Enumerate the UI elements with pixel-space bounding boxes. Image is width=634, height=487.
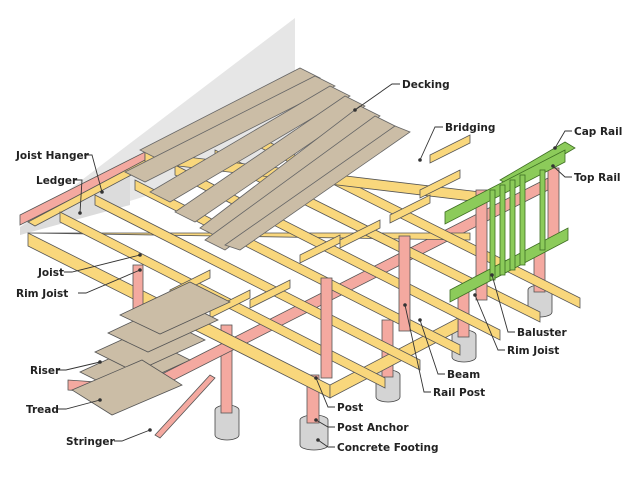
label-stringer: Stringer [66, 436, 115, 448]
label-cap-rail: Cap Rail [574, 126, 622, 138]
rail-posts [132, 167, 560, 379]
label-concrete-footing: Concrete Footing [337, 442, 439, 454]
decking-boards [124, 67, 411, 251]
label-joist-hanger: Joist Hanger [15, 150, 90, 162]
label-baluster: Baluster [517, 327, 568, 339]
label-post: Post [337, 402, 363, 414]
label-rim-joist-left: Rim Joist [16, 288, 68, 300]
label-joist: Joist [37, 267, 64, 279]
leader-lines [58, 83, 572, 448]
label-ledger: Ledger [36, 175, 78, 187]
label-decking: Decking [402, 79, 450, 91]
label-rim-joist-right: Rim Joist [507, 345, 559, 357]
stairs [67, 281, 231, 439]
label-tread: Tread [26, 404, 59, 416]
labels: Decking Bridging Cap Rail Top Rail Joist… [15, 79, 622, 454]
label-top-rail: Top Rail [574, 172, 621, 184]
label-post-anchor: Post Anchor [337, 422, 409, 434]
label-riser: Riser [30, 365, 61, 377]
label-bridging: Bridging [445, 122, 495, 134]
railing [444, 141, 576, 303]
label-beam: Beam [447, 369, 480, 381]
concrete-footings [214, 284, 553, 451]
label-rail-post: Rail Post [433, 387, 485, 399]
